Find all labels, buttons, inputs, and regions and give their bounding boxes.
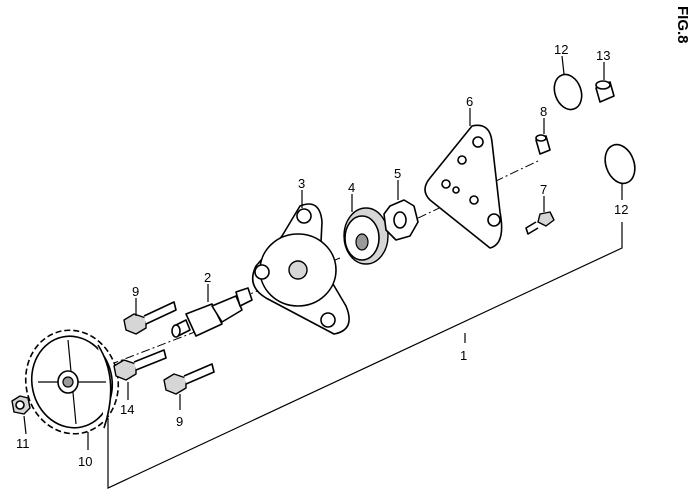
callout-2: 2 <box>204 270 211 285</box>
callout-11: 11 <box>16 436 30 451</box>
callout-12-lower: 12 <box>614 202 628 217</box>
callout-6: 6 <box>466 94 473 109</box>
pump-body-part <box>251 203 350 335</box>
outer-rotor-part <box>343 207 389 265</box>
shaft-part <box>171 287 253 338</box>
o-ring-upper-part <box>553 73 583 111</box>
callout-8: 8 <box>540 104 547 119</box>
gear-part <box>24 329 120 435</box>
o-ring-lower-part <box>604 143 636 185</box>
callout-10: 10 <box>78 454 92 469</box>
callout-14: 14 <box>120 402 134 417</box>
bolt-lower-part <box>163 363 215 395</box>
callout-13: 13 <box>596 48 610 63</box>
cover-plate-part <box>424 124 503 249</box>
bolt-upper-part <box>123 301 177 335</box>
leader-lines <box>23 55 623 450</box>
callout-5: 5 <box>394 166 401 181</box>
inner-rotor-part <box>383 199 419 241</box>
callout-7: 7 <box>540 182 547 197</box>
assembly-bracket <box>107 222 623 489</box>
nut-part <box>11 395 31 415</box>
callout-4: 4 <box>348 180 355 195</box>
bushing-part <box>595 80 615 103</box>
callout-12-upper: 12 <box>554 42 568 57</box>
small-bolt-part <box>525 211 555 235</box>
long-bolt-part <box>113 349 167 381</box>
callout-9-upper: 9 <box>132 284 139 299</box>
dowel-pin-part <box>535 134 551 155</box>
callout-1: 1 <box>460 348 467 363</box>
figure-title: FIG.8 <box>674 6 691 44</box>
callout-9-lower: 9 <box>176 414 183 429</box>
callout-3: 3 <box>298 176 305 191</box>
